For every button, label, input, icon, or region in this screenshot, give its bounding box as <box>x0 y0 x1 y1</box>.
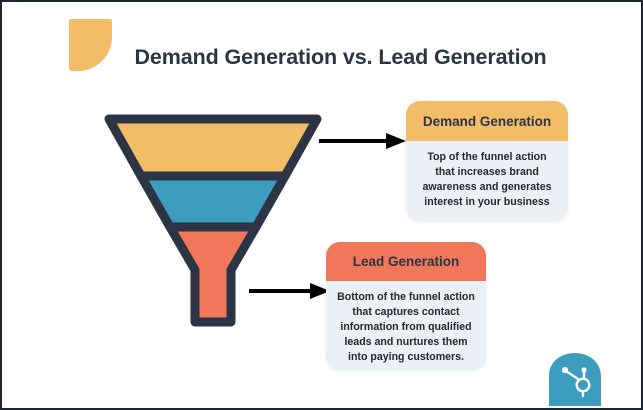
funnel-segment-middle <box>136 171 290 232</box>
card-lead-generation-header: Lead Generation <box>326 242 486 281</box>
page-title: Demand Generation vs. Lead Generation <box>134 45 547 69</box>
funnel-diagram <box>104 114 322 327</box>
hubspot-sprocket-icon <box>561 366 591 398</box>
funnel-segment-top <box>104 114 322 181</box>
card-demand-generation-body: Top of the funnel action that increases … <box>422 151 552 209</box>
arrow-to-lead-generation <box>249 283 330 299</box>
card-demand-generation: Demand Generation Top of the funnel acti… <box>406 101 568 221</box>
hubspot-logo-background <box>549 353 601 406</box>
arrow-to-demand-generation <box>319 133 406 149</box>
card-lead-generation: Lead Generation Bottom of the funnel act… <box>326 242 486 370</box>
card-demand-generation-header: Demand Generation <box>406 101 568 141</box>
hubspot-logo <box>549 353 601 406</box>
funnel-segment-bottom <box>165 222 261 327</box>
card-lead-generation-body: Bottom of the funnel action that capture… <box>337 291 475 364</box>
